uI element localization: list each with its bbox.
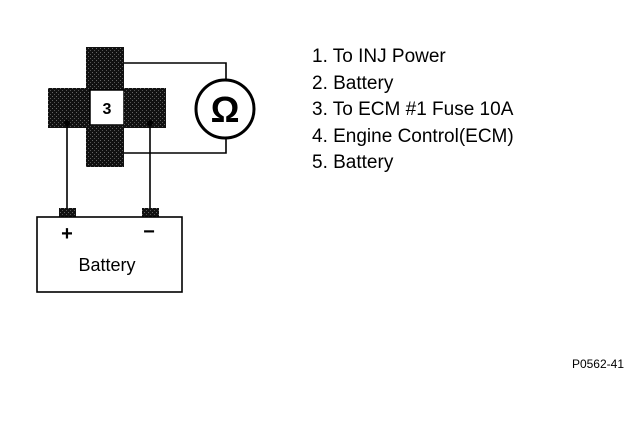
ohmmeter-leads [124,62,227,154]
relay-terminal-block: 3 [48,47,166,167]
legend-item: 4. Engine Control(ECM) [312,125,514,147]
battery-positive-sign: + [61,223,73,245]
terminal-5 [86,125,124,167]
battery-body [36,216,183,293]
battery-leads [66,121,151,210]
terminal-legend: 1. To INJ Power 2. Battery 3. To ECM #1 … [312,44,514,177]
terminal-1 [86,47,124,90]
ohm-symbol: Ω [211,89,240,130]
ohmmeter: Ω [194,78,256,140]
ohmmeter-circle [194,78,256,140]
lead-contact-negative [147,120,153,126]
battery: + − Battery [36,208,183,293]
battery-negative-sign: − [143,221,155,243]
battery-terminal-positive [59,208,76,217]
legend-item: 1. To INJ Power [312,46,446,67]
terminal-4 [124,88,166,128]
legend-item: 5. Battery [312,152,394,173]
battery-label: Battery [78,255,135,275]
legend-item: 2. Battery [312,72,394,94]
lead-contact-positive [64,120,70,126]
battery-terminal-negative [142,208,159,217]
legend-item: 3. To ECM #1 Fuse 10A [312,99,514,120]
figure-code: P0562-41 [571,357,624,371]
terminal-3-label: 3 [103,101,112,118]
